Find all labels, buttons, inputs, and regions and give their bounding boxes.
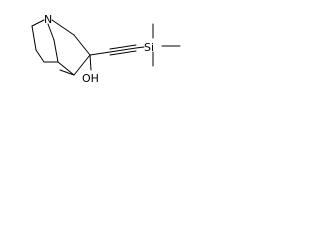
nitrogen-atom-label: N (44, 13, 52, 26)
structure-diagram: N OH Si (0, 0, 198, 94)
molecule-drawing: N OH Si (31, 13, 181, 85)
bond-ch2e-c4 (57, 61, 75, 76)
triple-bond-line-3 (109, 50, 137, 56)
trimethylsilyl-group (152, 23, 181, 67)
alkyne-triple-bond (89, 44, 145, 56)
hydroxyl-label: OH (82, 72, 99, 85)
bond-c3-oh (89, 54, 92, 71)
bond-ch2c-c3 (73, 34, 91, 56)
bond-c4-bridgehead (59, 69, 75, 76)
bond-ch2d-ch2e (53, 39, 59, 63)
bond-ch2b-bridgehead (35, 49, 45, 63)
bond-n-ch2c (51, 19, 75, 36)
triple-bond-line-1 (109, 44, 137, 50)
quinuclidine-ring (31, 19, 91, 76)
bond-csp-si (135, 46, 145, 49)
bond-n-ch2d (47, 23, 55, 41)
bond-n-ch2a (31, 19, 45, 27)
triple-bond-line-2 (109, 47, 137, 53)
bond-c3-c4 (73, 54, 91, 76)
bond-ch2a-ch2b (31, 25, 37, 51)
silicon-atom-label: Si (144, 41, 154, 54)
bond-c3-csp (89, 51, 111, 56)
